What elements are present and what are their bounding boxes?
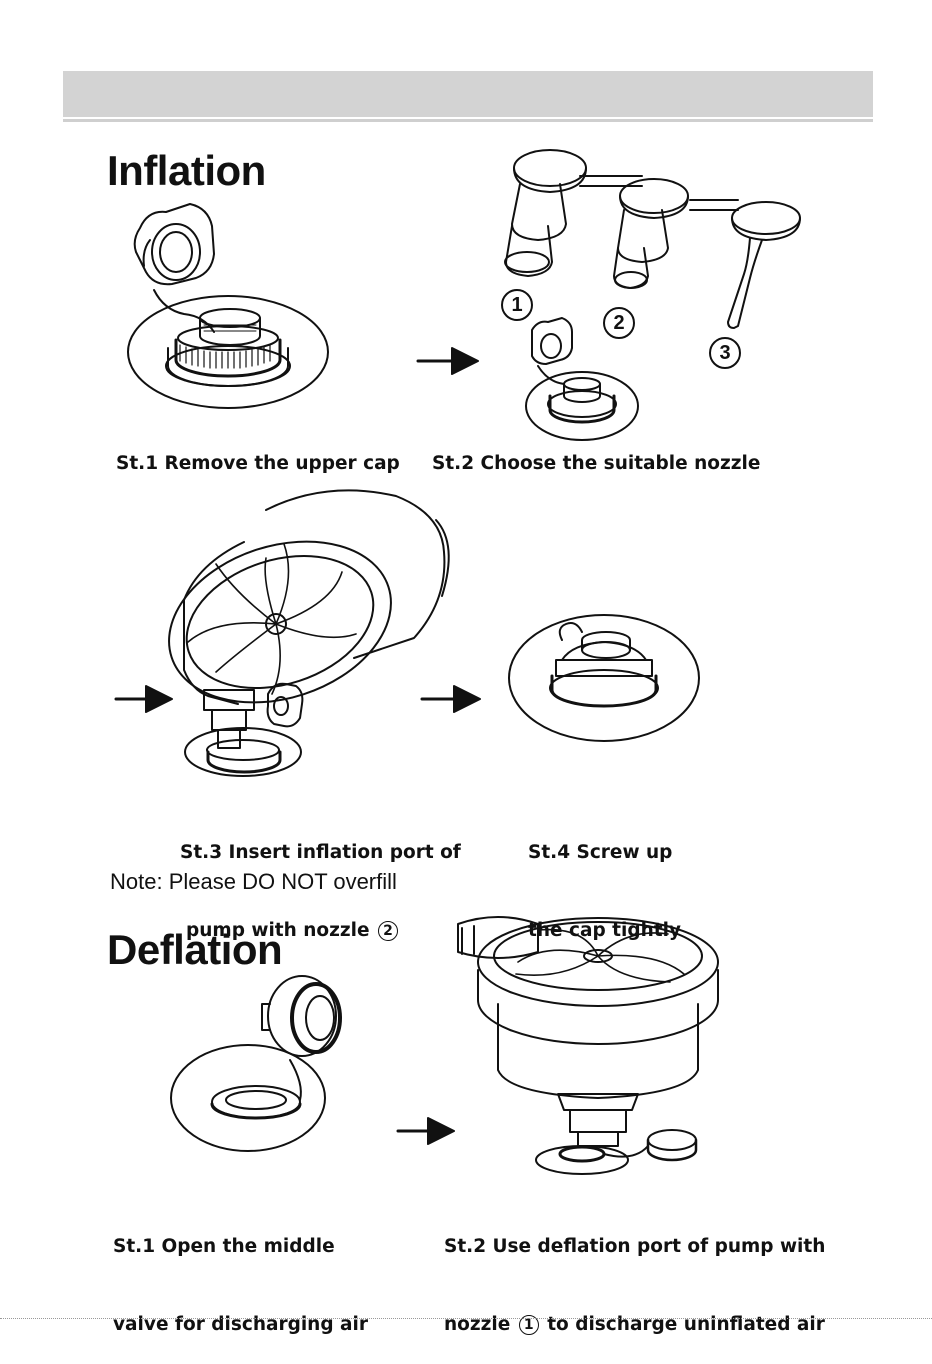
nozzle-number-3: 3 bbox=[719, 342, 731, 364]
inflation-step-3-caption: St.3 Insert inflation port of pump with … bbox=[180, 788, 461, 970]
nozzle-icon bbox=[504, 149, 801, 441]
inflation-step-3-line-2: pump with nozzle 2 bbox=[180, 918, 461, 944]
inflation-step-3-line-2-text: pump with nozzle bbox=[186, 920, 370, 941]
inflation-step-4-line-2: the cap tightly bbox=[528, 920, 681, 941]
deflation-step-1-line-2: valve for discharging air bbox=[113, 1314, 368, 1335]
overfill-note: Note: Please DO NOT overfill bbox=[110, 869, 397, 894]
deflation-title: Deflation bbox=[107, 926, 283, 973]
arrow-right-icon bbox=[416, 347, 479, 375]
nozzle-number-1: 1 bbox=[511, 294, 523, 316]
deflation-step-2-line-2: nozzle 1 to discharge uninflated air bbox=[444, 1312, 825, 1338]
header-rule bbox=[63, 119, 873, 122]
cap-icon bbox=[133, 203, 215, 333]
nozzle-number-markers bbox=[501, 289, 741, 369]
inflation-step-3-line-1: St.3 Insert inflation port of bbox=[180, 842, 461, 863]
pump-icon bbox=[168, 489, 450, 777]
deflation-step-1-line-1: St.1 Open the middle bbox=[113, 1236, 335, 1257]
page-bottom-edge bbox=[0, 1318, 932, 1319]
inflation-step-4-caption: St.4 Screw up the cap tightly bbox=[528, 788, 681, 970]
arrow-right-icon bbox=[420, 685, 481, 713]
inflation-step-4-line-1: St.4 Screw up bbox=[528, 842, 673, 863]
valve-icon bbox=[170, 1044, 326, 1152]
nozzle-2-badge: 2 bbox=[378, 921, 399, 941]
inflation-step-1-caption: St.1 Remove the upper cap bbox=[116, 453, 400, 474]
inflation-title: Inflation bbox=[107, 147, 266, 194]
cap-icon bbox=[261, 975, 342, 1101]
deflation-step-1-caption: St.1 Open the middle valve for dischargi… bbox=[113, 1182, 368, 1364]
valve-icon bbox=[508, 614, 700, 742]
valve-icon bbox=[127, 295, 329, 409]
inflation-step-2-caption: St.2 Choose the suitable nozzle bbox=[432, 453, 761, 474]
nozzle-number-2: 2 bbox=[613, 312, 625, 334]
deflation-step-2-caption: St.2 Use deflation port of pump with noz… bbox=[444, 1182, 825, 1364]
arrow-right-icon bbox=[114, 685, 173, 713]
arrow-right-icon bbox=[396, 1117, 455, 1145]
deflation-step-2-line-1: St.2 Use deflation port of pump with bbox=[444, 1236, 826, 1257]
illustrations bbox=[114, 149, 801, 1175]
header-band bbox=[63, 71, 873, 117]
pump-icon bbox=[457, 916, 719, 1175]
